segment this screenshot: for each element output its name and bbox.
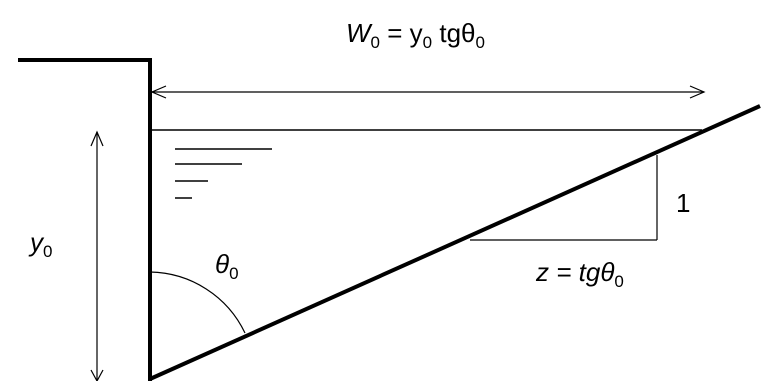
top-width-label: W0 = y0 tgθ0 — [346, 18, 485, 52]
angle-arc — [149, 271, 246, 334]
slope-horizontal-label: z = tgθ0 — [535, 257, 624, 291]
slope-vertical-label: 1 — [676, 188, 690, 218]
sloping-bank-line — [149, 104, 761, 381]
depth-label: y0 — [28, 227, 52, 261]
depth-dimension-arrow — [90, 130, 104, 381]
angle-label: θ0 — [215, 249, 239, 283]
water-surface-symbol — [175, 148, 272, 199]
slope-triangle — [470, 155, 658, 241]
top-width-dimension-arrow — [150, 85, 706, 99]
